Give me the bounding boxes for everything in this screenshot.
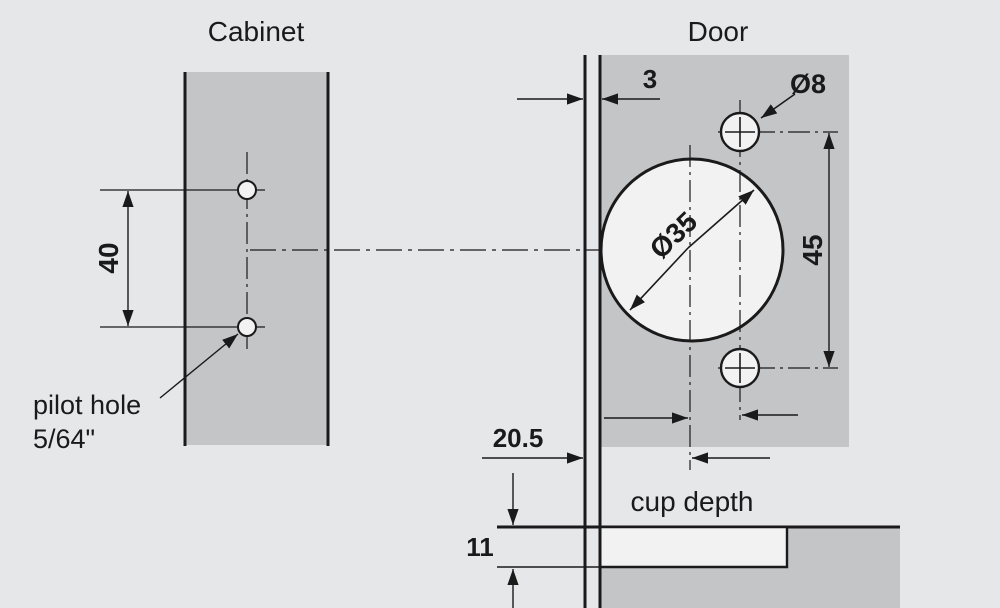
hinge-cup-hole — [599, 157, 785, 343]
pilot-hole-size-label: 5/64" — [33, 424, 95, 454]
screw-hole-leader — [760, 93, 796, 119]
cup-diameter-arrow — [629, 247, 689, 311]
pilot-hole-bottom — [237, 317, 257, 337]
dimension-11-label: 11 — [466, 532, 494, 562]
cabinet-panel — [185, 72, 328, 445]
door-section: Door 3 Ø35 Ø8 45 — [466, 16, 900, 608]
dimension-20-5-label: 20.5 — [493, 423, 544, 453]
pilot-hole-label: pilot hole — [33, 390, 141, 420]
cup-recess — [598, 525, 789, 569]
pilot-hole-leader — [159, 333, 239, 399]
door-label: Door — [688, 16, 749, 47]
pilot-hole-top — [237, 180, 257, 200]
cup-depth-label: cup depth — [631, 486, 754, 517]
cup-diameter-arrow — [687, 189, 755, 249]
cabinet-label: Cabinet — [208, 16, 305, 47]
screw-hole-diameter-label: Ø8 — [790, 69, 826, 99]
dimension-45-label: 45 — [797, 234, 828, 265]
dimension-3-label: 3 — [643, 64, 657, 94]
dimension-40-label: 40 — [93, 242, 124, 273]
cabinet-section: Cabinet 40 pilot hole 5/64" — [33, 16, 330, 454]
